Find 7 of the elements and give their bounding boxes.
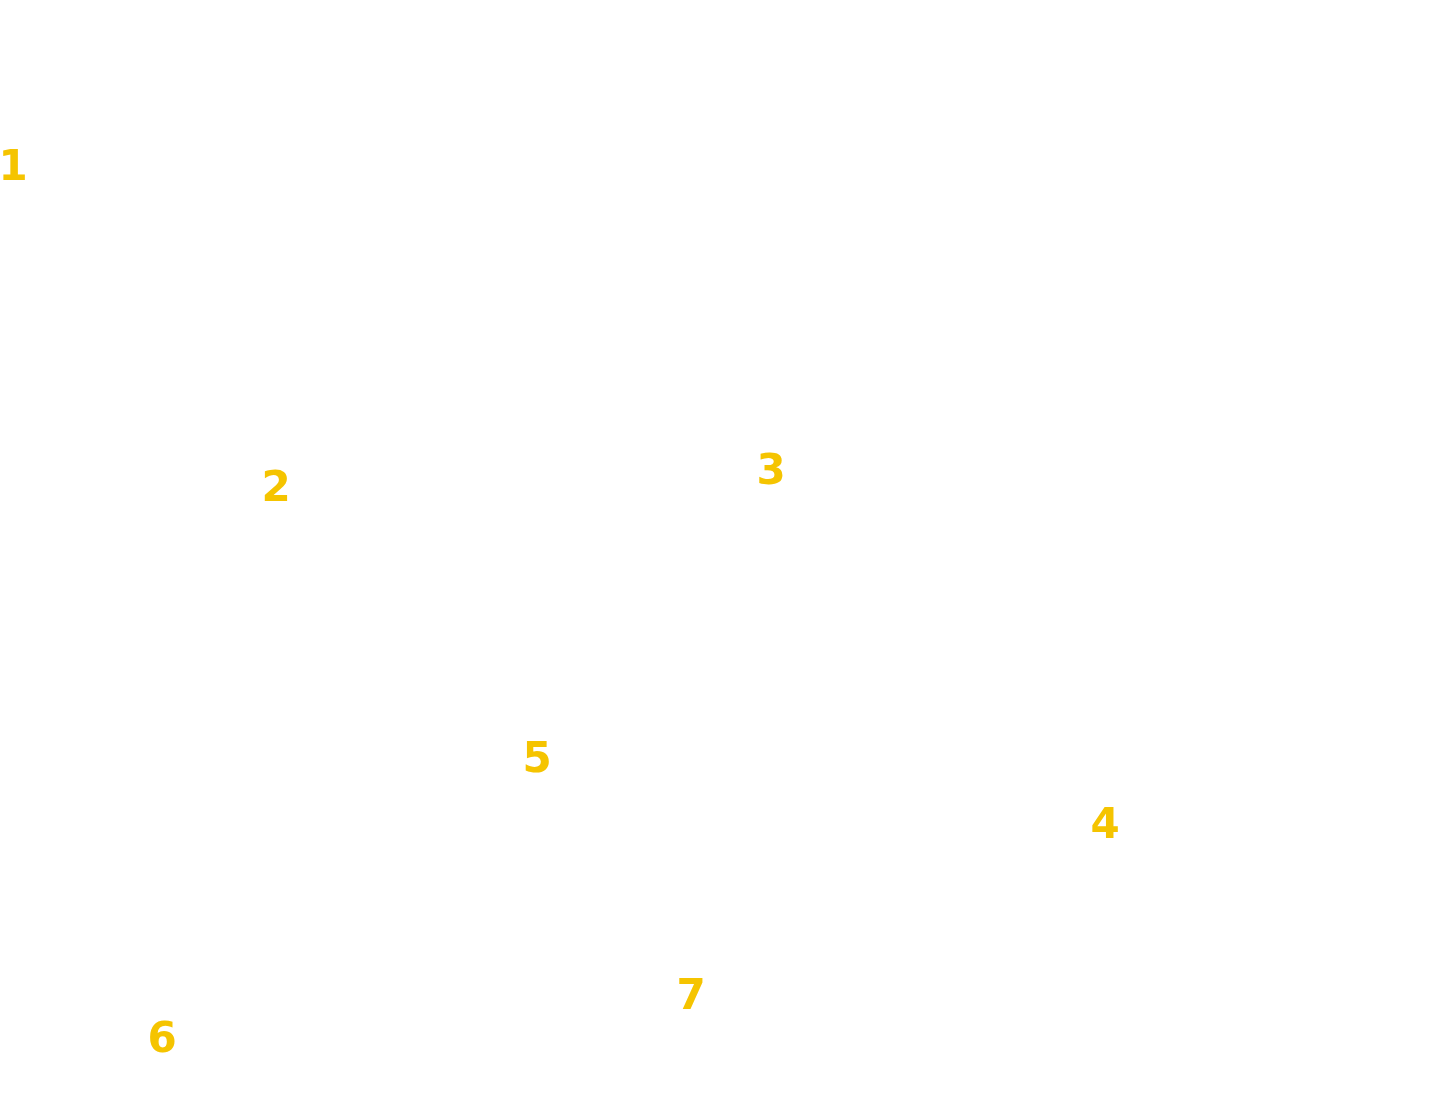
callout-number: 7: [676, 974, 706, 1016]
callout-number: 2: [261, 466, 291, 508]
callout-number: 4: [1090, 803, 1120, 845]
callout-number: 6: [147, 1017, 177, 1059]
callout-number: 3: [756, 449, 786, 491]
callout-number: 5: [522, 737, 552, 779]
callout-number: 1: [0, 145, 28, 187]
